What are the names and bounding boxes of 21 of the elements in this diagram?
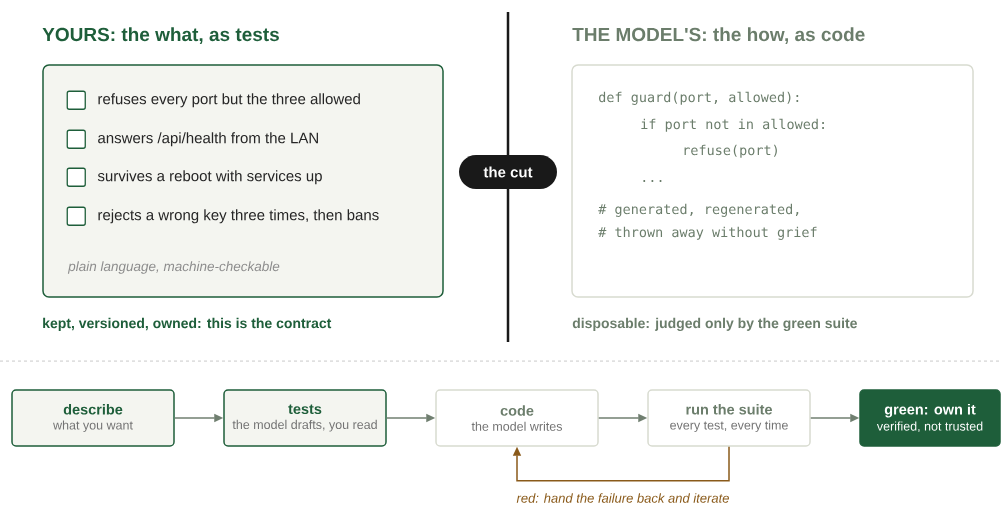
- node-label: refuses every port but the three allowed: [98, 93, 360, 108]
- code-panel: THE MODEL'S: the how, as code def guard(port, allowed): if port not in allowed: refuse(port) ... # generated, regenerated, # thrown away without grief disposable: judged only by the green suite: [571, 27, 974, 331]
- checklist-item: rejects a wrong key three times, then bans: [66, 206, 379, 226]
- edge-label: red: hand the failure back and iterate: [516, 493, 729, 503]
- checklist-item: answers /api/health from the LAN: [66, 129, 318, 149]
- feedback-arrow: [512, 446, 730, 482]
- step-box: tests the model drafts, you read: [223, 389, 387, 447]
- node-label: answers /api/health from the LAN: [98, 132, 318, 147]
- step-box: run the suite every test, every time: [647, 389, 811, 447]
- node-label: kept, versioned, owned: this is the contract: [43, 317, 332, 331]
- node-label: THE MODEL'S: the how, as code: [572, 27, 865, 44]
- node-label: YOURS: the what, as tests: [42, 27, 279, 44]
- step-box: describe what you want: [11, 389, 175, 447]
- step-box: code the model writes: [435, 389, 599, 447]
- checklist-item: survives a reboot with services up: [66, 167, 322, 187]
- step-box: green: own it verified, not trusted: [859, 389, 1001, 447]
- node-label: survives a reboot with services up: [97, 170, 322, 185]
- node-label: rejects a wrong key three times, then bans: [98, 209, 379, 224]
- node-label: disposable: judged only by the green suite: [572, 317, 857, 331]
- checklist-item: refuses every port but the three allowed: [66, 90, 360, 110]
- cut-pill: the cut: [459, 155, 557, 189]
